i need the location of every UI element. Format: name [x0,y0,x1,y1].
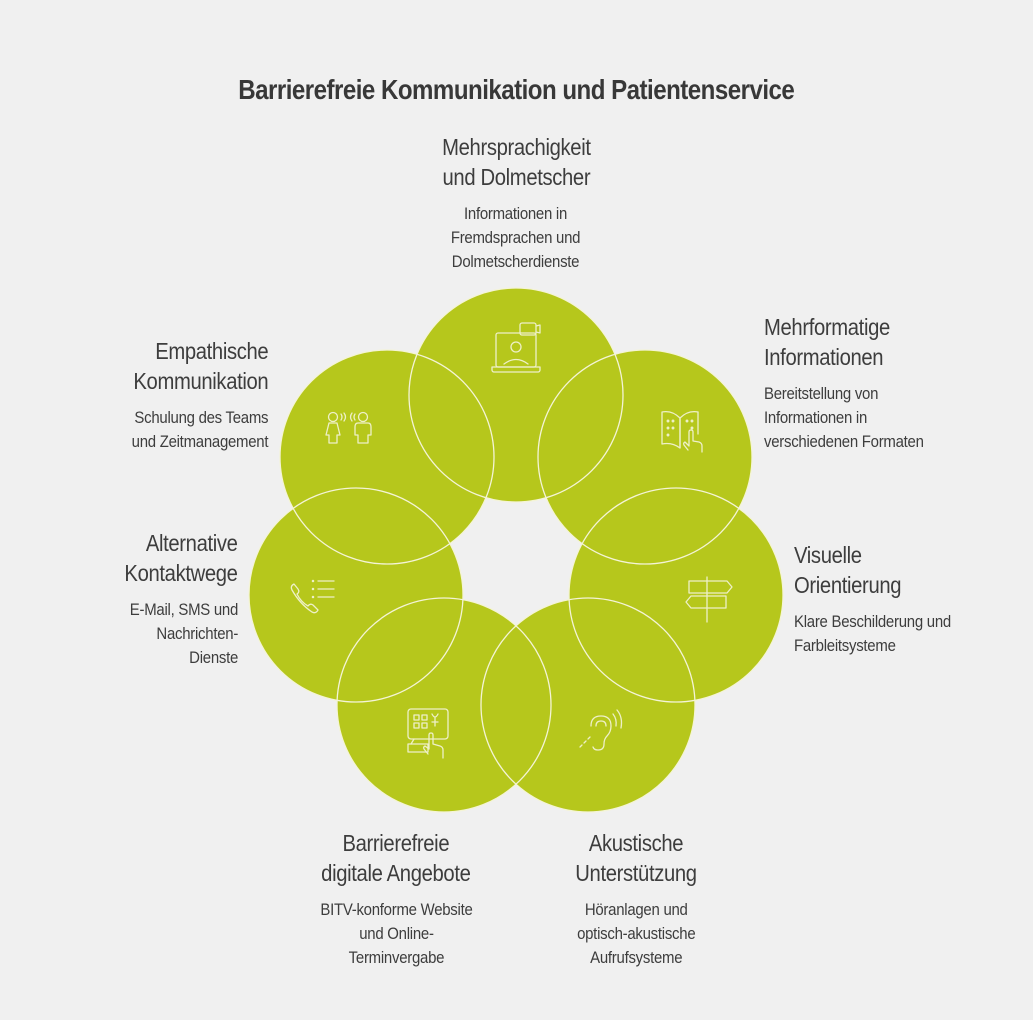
item-description: Bereitstellung von Informationen in vers… [764,384,924,451]
item-description: Schulung des Teams und Zeitmanagement [131,408,268,451]
people-talking-icon [325,411,372,444]
item-description: Klare Beschilderung und Farbleitsysteme [794,612,951,655]
hearing-ear-icon [579,709,623,751]
item-multilingual: Mehrsprachigkeit und Dolmetscher Informa… [366,132,666,274]
item-heading: Akustische Unterstützung [575,830,697,886]
video-call-laptop-icon [491,322,541,373]
braille-book-icon [661,410,703,453]
item-description: Informationen in Fremdsprachen und Dolme… [451,204,581,271]
item-empathy: Empathische Kommunikation Schulung des T… [18,336,268,454]
item-description: Höranlagen und optisch-akustische Aufruf… [576,900,696,967]
circle-empathy [280,350,494,564]
item-acoustic: Akustische Unterstützung Höranlagen und … [516,828,756,970]
item-digital: Barrierefreie digitale Angebote BITV-kon… [266,828,526,970]
item-heading: Mehrsprachigkeit und Dolmetscher [441,134,591,190]
item-heading: Alternative Kontaktwege [124,530,239,586]
item-heading: Mehrformatige Informationen [764,314,890,370]
item-heading: Barrierefreie digitale Angebote [321,830,471,886]
circle-fills [249,288,783,812]
item-contact: Alternative Kontaktwege E-Mail, SMS und … [18,528,239,670]
diagram-title-text: Barrierefreie Kommunikation und Patiente… [238,74,795,105]
signpost-icon [685,576,733,623]
item-heading: Empathische Kommunikation [133,338,268,394]
item-heading: Visuelle Orientierung [794,542,902,598]
item-description: E-Mail, SMS und Nachrichten- Dienste [129,600,239,667]
item-multiformat: Mehrformatige Informationen Bereitstellu… [764,312,1024,454]
touch-keypad-icon [407,708,449,759]
diagram-title: Barrierefreie Kommunikation und Patiente… [0,74,1033,106]
phone-list-icon [290,579,335,614]
circle-outlines [248,287,784,813]
item-visual-orientation: Visuelle Orientierung Klare Beschilderun… [794,540,1029,658]
item-description: BITV-konforme Website und Online- Termin… [319,900,473,967]
